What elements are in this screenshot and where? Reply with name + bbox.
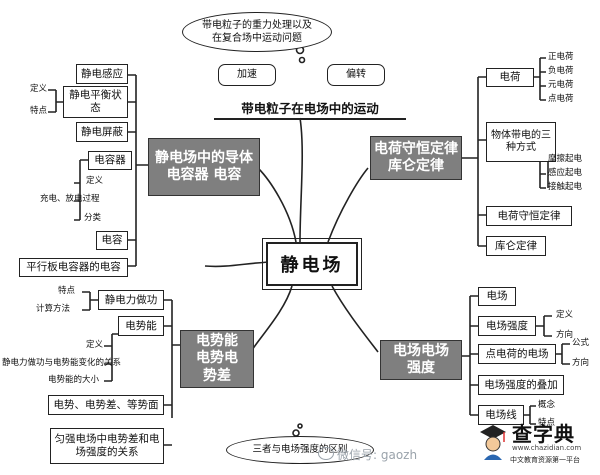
- graduate-icon: [480, 425, 506, 460]
- hub-potential: 电势能电势电势差: [180, 330, 254, 388]
- node-capacitance: 电容: [96, 231, 128, 250]
- node-shielding: 静电屏蔽: [76, 122, 128, 142]
- label-friction-charging: 摩擦起电: [548, 154, 583, 164]
- label-pf-direction: 方向: [572, 358, 590, 368]
- label-cap-definition: 定义: [86, 176, 104, 186]
- connector: [74, 159, 88, 221]
- connector: [524, 405, 536, 425]
- label-lines-concept: 概念: [538, 400, 556, 410]
- wechat-watermark: 微信号: gaozh: [318, 446, 417, 463]
- hub-potential-text: 电势能电势电势差: [196, 332, 238, 384]
- bubble-bottom-text: 三者与电场强度的区别: [252, 443, 348, 455]
- label-pf-formula: 公式: [572, 338, 590, 348]
- bubble-tail: [297, 423, 303, 429]
- label-eq-definition: 定义: [30, 84, 48, 94]
- hub-conductor-capacitor-text: 静电场中的导体电容器 电容: [155, 149, 253, 184]
- bubble-bottom: 三者与电场强度的区别: [226, 436, 374, 464]
- connector: [478, 76, 486, 247]
- center-node: 静电场: [262, 238, 362, 290]
- bubble-deflect-text: 偏转: [346, 69, 366, 81]
- label-induction-charging: 感应起电: [548, 168, 583, 178]
- node-charge: 电荷: [486, 68, 534, 87]
- label-pe-definition: 定义: [86, 340, 104, 350]
- logo-title: 查字典: [512, 422, 575, 446]
- connector: [460, 77, 479, 246]
- connector: [470, 295, 478, 416]
- hub-conductor-capacitor: 静电场中的导体电容器 电容: [148, 138, 260, 196]
- label-cap-charging: 充电、放电过程: [40, 194, 100, 204]
- node-charging-methods-text: 物体带电的三种方式: [491, 129, 551, 154]
- bubble-main-text: 带电粒子的重力处理以及在复合场中运动问题: [202, 19, 312, 45]
- bubble-accelerate: 加速: [218, 64, 276, 86]
- label-cap-classification: 分类: [84, 213, 102, 223]
- connector: [251, 285, 293, 351]
- bubble-deflect: 偏转: [327, 64, 385, 86]
- connector: [128, 74, 136, 267]
- connector: [327, 167, 369, 243]
- connector: [48, 89, 63, 113]
- label-positive-charge: 正电荷: [548, 52, 574, 62]
- wechat-icon: [318, 447, 334, 460]
- hub-field-strength: 电场电场强度: [380, 340, 462, 380]
- connector: [331, 285, 379, 353]
- node-uniform-field: 匀强电场中电势差和电场强度的关系: [50, 428, 164, 464]
- label-elementary-charge: 元电荷: [548, 80, 574, 90]
- label-lines-feature: 特点: [538, 418, 556, 428]
- label-eq-feature: 特点: [30, 106, 48, 116]
- connector: [462, 296, 471, 415]
- node-field-superposition: 电场强度的叠加: [478, 375, 564, 395]
- node-field-strength: 电场强度: [478, 316, 536, 336]
- connector: [204, 261, 276, 268]
- label-pe-size: 电势能的大小: [48, 375, 100, 385]
- connector: [171, 300, 180, 418]
- hub-field-strength-text: 电场电场强度: [393, 342, 449, 377]
- logo-url: www.chazidian.com: [512, 444, 582, 452]
- bubble-tail: [298, 56, 306, 64]
- connector: [104, 333, 118, 382]
- node-equilibrium: 静电平衡状态: [63, 86, 128, 118]
- bubble-main: 带电粒子的重力处理以及在复合场中运动问题: [182, 12, 332, 52]
- node-electrostatic-work: 静电力做功: [98, 290, 164, 310]
- label-work-method: 计算方法: [36, 304, 71, 314]
- site-logo: 查字典 www.chazidian.com 中文教育资源第一平台: [478, 418, 596, 468]
- node-capacitor: 电容器: [88, 151, 132, 170]
- label-contact-charging: 接触起电: [548, 182, 583, 192]
- label-work-feature: 特点: [58, 286, 76, 296]
- bubble-accelerate-text: 加速: [237, 69, 257, 81]
- node-field-lines: 电场线: [478, 405, 524, 425]
- node-uniform-field-text: 匀强电场中电势差和电场强度的关系: [54, 432, 160, 458]
- connector: [82, 291, 98, 311]
- hub-coulomb-text: 电荷守恒定律库仑定律: [374, 140, 458, 175]
- connector: [135, 75, 148, 266]
- wechat-watermark-text: 微信号: gaozh: [337, 448, 418, 462]
- label-point-charge: 点电荷: [548, 94, 574, 104]
- connector: [299, 117, 304, 243]
- connector: [257, 167, 297, 243]
- label-strength-direction: 方向: [556, 330, 574, 340]
- label-pe-relation: 静电力做功与电势能变化的关系: [2, 358, 122, 368]
- node-point-charge-field: 点电荷的电场: [478, 344, 556, 364]
- connector: [534, 57, 546, 101]
- hub-coulomb: 电荷守恒定律库仑定律: [370, 136, 462, 180]
- label-strength-definition: 定义: [556, 310, 574, 320]
- node-induction: 静电感应: [76, 64, 128, 84]
- node-coulomb-law: 库仑定律: [486, 236, 546, 256]
- logo-slogan: 中文教育资源第一平台: [510, 456, 580, 464]
- node-electric-field: 电场: [478, 287, 516, 306]
- branch-title-motion: 带电粒子在电场中的运动: [214, 98, 406, 120]
- node-parallel-plate: 平行板电容器的电容: [19, 258, 128, 277]
- label-negative-charge: 负电荷: [548, 66, 574, 76]
- connector: [164, 299, 172, 446]
- connector: [536, 315, 552, 337]
- node-charge-conservation: 电荷守恒定律: [486, 206, 572, 226]
- node-charging-methods: 物体带电的三种方式: [486, 122, 556, 162]
- node-potential-energy: 电势能: [118, 316, 164, 336]
- connector: [556, 343, 570, 365]
- node-potentials: 电势、电势差、等势面: [48, 395, 164, 415]
